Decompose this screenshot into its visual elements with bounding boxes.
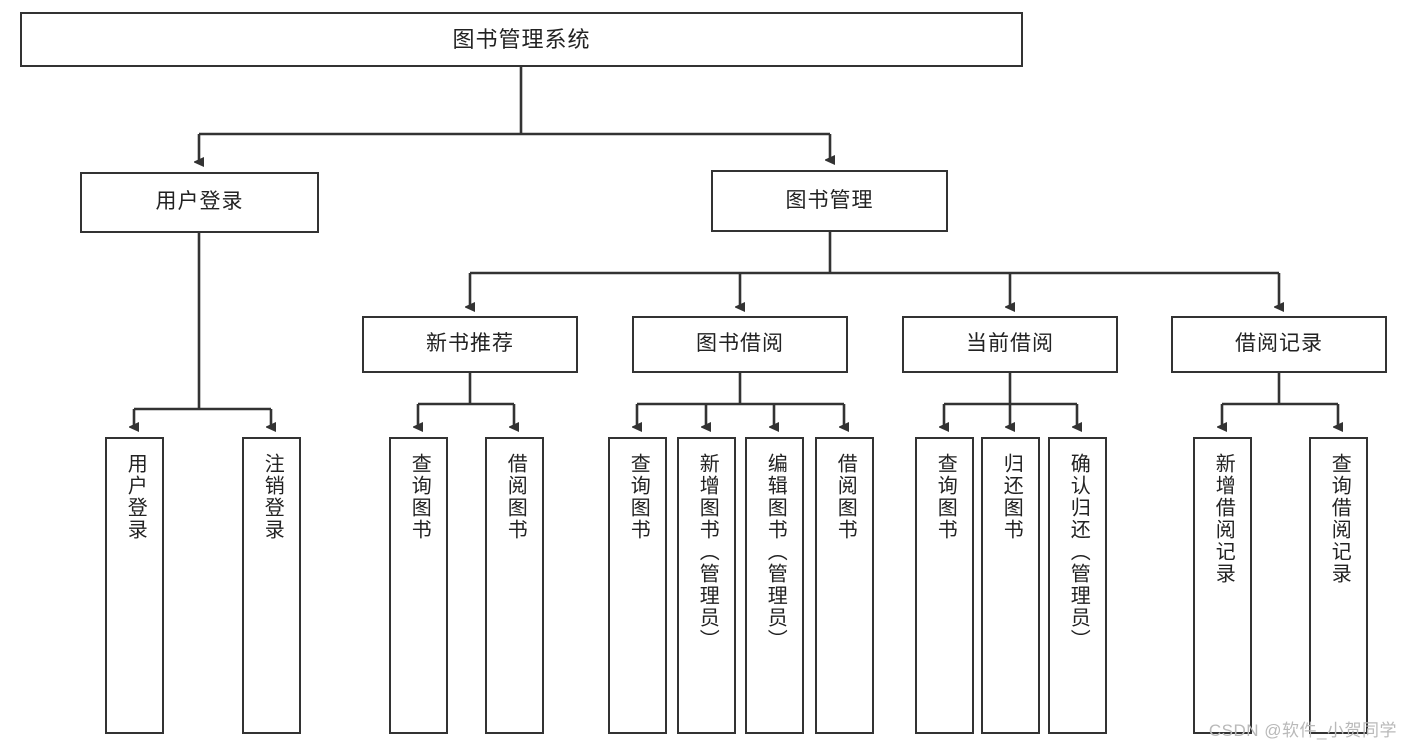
leaf-borrow-record-add-record[interactable]: 新增借阅记录 xyxy=(1193,437,1252,734)
node-label: 新增图书（管理员） xyxy=(696,453,719,651)
leaf-current-borrow-return-book[interactable]: 归还图书 xyxy=(981,437,1040,734)
node-label: 用户登录 xyxy=(124,453,147,541)
node-label: 图书管理系统 xyxy=(452,26,591,52)
node-new-book-recommend[interactable]: 新书推荐 xyxy=(362,316,578,373)
node-label: 查询图书 xyxy=(934,453,957,541)
node-borrow-record[interactable]: 借阅记录 xyxy=(1171,316,1387,373)
leaf-current-borrow-query-book[interactable]: 查询图书 xyxy=(915,437,974,734)
node-label: 编辑图书（管理员） xyxy=(764,453,787,651)
node-book-borrow[interactable]: 图书借阅 xyxy=(632,316,848,373)
leaf-borrow-record-query-record[interactable]: 查询借阅记录 xyxy=(1309,437,1368,734)
node-user-login[interactable]: 用户登录 xyxy=(80,172,319,233)
node-current-borrow[interactable]: 当前借阅 xyxy=(902,316,1118,373)
node-label: 用户登录 xyxy=(155,190,244,214)
node-book-management[interactable]: 图书管理 xyxy=(711,170,948,232)
node-label: 确认归还（管理员） xyxy=(1067,453,1090,651)
node-label: 借阅图书 xyxy=(834,453,857,541)
node-label: 注销登录 xyxy=(261,453,284,541)
leaf-user-login-logout[interactable]: 注销登录 xyxy=(242,437,301,734)
node-label: 借阅图书 xyxy=(504,453,527,541)
node-label: 借阅记录 xyxy=(1235,332,1323,356)
node-label: 查询借阅记录 xyxy=(1328,453,1351,585)
leaf-book-borrow-add-book-admin[interactable]: 新增图书（管理员） xyxy=(677,437,736,734)
node-label: 图书借阅 xyxy=(696,332,784,356)
node-label: 新增借阅记录 xyxy=(1212,453,1235,585)
node-label: 新书推荐 xyxy=(426,332,514,356)
leaf-new-book-query-book[interactable]: 查询图书 xyxy=(389,437,448,734)
watermark-text: CSDN @软件_小贺同学 xyxy=(1208,721,1397,740)
leaf-book-borrow-edit-book-admin[interactable]: 编辑图书（管理员） xyxy=(745,437,804,734)
node-root-book-management-system[interactable]: 图书管理系统 xyxy=(20,12,1023,67)
leaf-book-borrow-query-book[interactable]: 查询图书 xyxy=(608,437,667,734)
node-label: 归还图书 xyxy=(1000,453,1023,541)
node-label: 查询图书 xyxy=(627,453,650,541)
leaf-book-borrow-borrow-book[interactable]: 借阅图书 xyxy=(815,437,874,734)
leaf-new-book-borrow-book[interactable]: 借阅图书 xyxy=(485,437,544,734)
leaf-current-borrow-confirm-return-admin[interactable]: 确认归还（管理员） xyxy=(1048,437,1107,734)
node-label: 当前借阅 xyxy=(966,332,1054,356)
node-label: 查询图书 xyxy=(408,453,431,541)
node-label: 图书管理 xyxy=(785,188,874,212)
leaf-user-login-login[interactable]: 用户登录 xyxy=(105,437,164,734)
